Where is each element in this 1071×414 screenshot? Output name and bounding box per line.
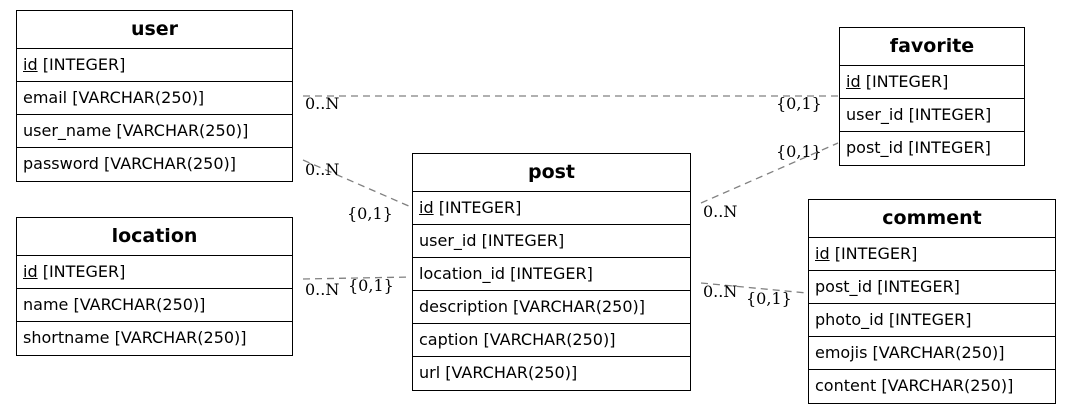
entity-post-field: description [VARCHAR(250)] [413,291,690,324]
pk-type: [INTEGER] [37,55,126,74]
pk-label: id [23,55,38,74]
entity-comment-field: content [VARCHAR(250)] [815,376,1014,395]
entity-user-title: user [17,11,292,49]
pk-type: [INTEGER] [860,72,949,91]
entity-user[interactable]: user id [INTEGER] email [VARCHAR(250)] u… [16,10,293,182]
entity-post-field: caption [VARCHAR(250)] [413,324,690,357]
entity-post-field: user_id [INTEGER] [413,225,690,258]
entity-comment-field: emojis [VARCHAR(250)] [809,337,1055,370]
entity-comment-field: photo_id [INTEGER] [809,304,1055,337]
pk-label: id [846,72,861,91]
entity-comment-field: post_id [INTEGER] [809,271,1055,304]
pk-label: id [815,244,830,263]
card-post-comment-from: 0..N [703,282,738,301]
entity-post-title: post [413,154,690,192]
card-user-post-to: {0,1} [347,204,393,223]
edge-location-post [302,276,412,280]
pk-label: id [419,198,434,217]
entity-comment[interactable]: comment id [INTEGER] post_id [INTEGER] p… [808,199,1056,404]
card-post-favorite-from: 0..N [703,202,738,221]
pk-type: [INTEGER] [433,198,522,217]
entity-user-field: user_name [VARCHAR(250)] [17,115,292,148]
entity-location-field: shortname [VARCHAR(250)] [23,328,247,347]
entity-location-pk-row: id [INTEGER] [17,256,292,289]
entity-user-field: password [VARCHAR(250)] [23,154,237,173]
entity-favorite-pk-row: id [INTEGER] [840,66,1024,99]
pk-type: [INTEGER] [37,262,126,281]
card-user-favorite-from: 0..N [305,94,340,113]
entity-location-field: name [VARCHAR(250)] [17,289,292,322]
edge-post-favorite [700,142,839,204]
entity-post[interactable]: post id [INTEGER] user_id [INTEGER] loca… [412,153,691,391]
card-location-post-to: {0,1} [348,276,394,295]
card-post-favorite-to: {0,1} [776,142,822,161]
edge-user-post [302,159,412,208]
edge-post-comment [700,282,808,294]
card-user-favorite-to: {0,1} [776,94,822,113]
entity-location[interactable]: location id [INTEGER] name [VARCHAR(250)… [16,217,293,356]
entity-location-title: location [17,218,292,256]
card-user-post-from: 0..N [305,160,340,179]
card-location-post-from: 0..N [305,280,340,299]
entity-favorite-field: user_id [INTEGER] [840,99,1024,132]
entity-comment-title: comment [809,200,1055,238]
card-post-comment-to: {0,1} [746,289,792,308]
pk-type: [INTEGER] [829,244,918,263]
entity-post-field: url [VARCHAR(250)] [419,363,578,382]
entity-comment-pk-row: id [INTEGER] [809,238,1055,271]
entity-favorite[interactable]: favorite id [INTEGER] user_id [INTEGER] … [839,27,1025,166]
entity-post-field: location_id [INTEGER] [413,258,690,291]
entity-post-pk-row: id [INTEGER] [413,192,690,225]
entity-user-field: email [VARCHAR(250)] [17,82,292,115]
pk-label: id [23,262,38,281]
entity-favorite-title: favorite [840,28,1024,66]
entity-user-pk-row: id [INTEGER] [17,49,292,82]
entity-favorite-field: post_id [INTEGER] [846,138,991,157]
